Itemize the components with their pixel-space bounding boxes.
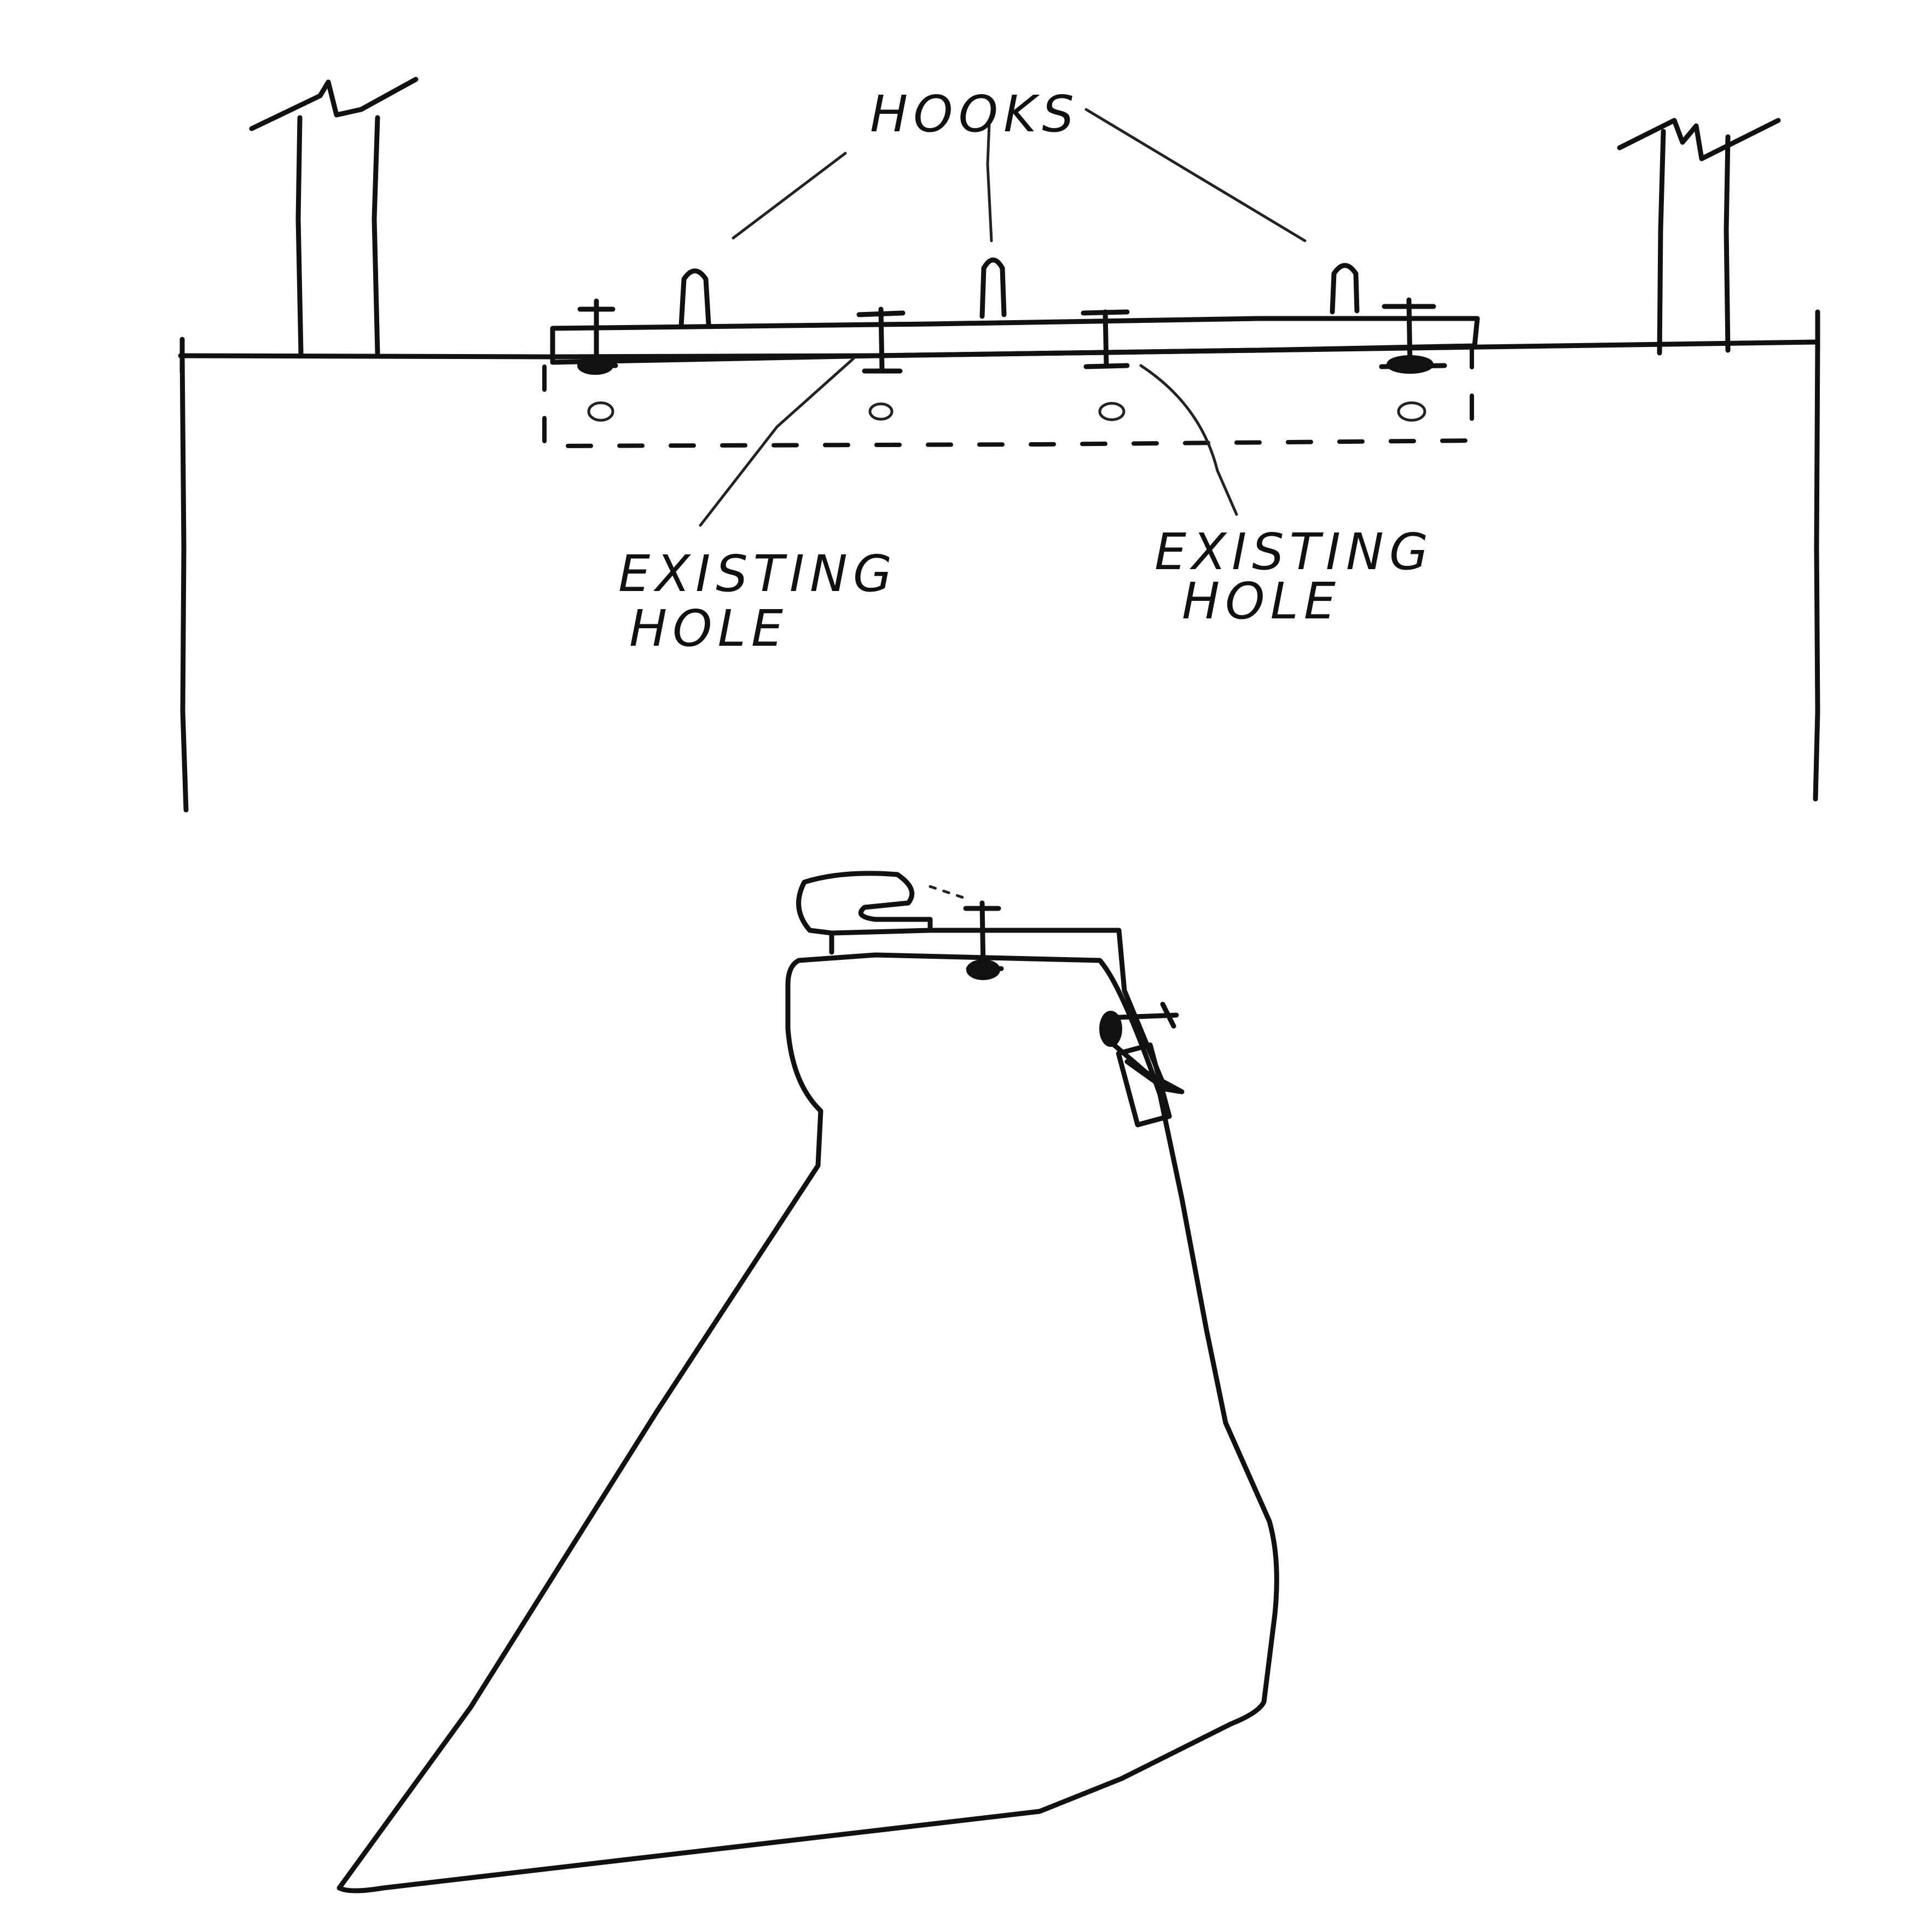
hole-3 — [1098, 402, 1125, 421]
existing-hole-left-leader — [699, 357, 855, 527]
side-hook-clip-dots — [929, 885, 965, 899]
bolt-2 — [856, 306, 906, 374]
hooks-leader-left — [732, 152, 847, 240]
side-bolt-top — [963, 900, 1004, 980]
side-view — [336, 871, 1279, 1893]
existing-hole-left-label-2: HOLE — [629, 599, 788, 658]
side-hook-clip — [796, 871, 933, 936]
existing-hole-right-label: EXISTING — [1154, 523, 1434, 581]
left-post — [249, 77, 419, 356]
bolt-3 — [1081, 309, 1130, 369]
existing-hole-right-label-2: HOLE — [1182, 572, 1341, 630]
hole-2 — [868, 402, 894, 421]
side-top-plate — [829, 928, 1168, 1092]
existing-hole-right-leader — [1139, 364, 1238, 516]
hook-right — [1330, 263, 1360, 315]
bolt-4 — [1379, 297, 1447, 374]
right-post — [1617, 118, 1781, 356]
hidden-plate-outline — [542, 348, 1474, 449]
side-bolt-angled — [1099, 1001, 1185, 1127]
hole-4 — [1397, 401, 1426, 422]
hooks-label: HOOKS — [870, 85, 1080, 143]
hooks-leader-right — [1084, 108, 1307, 242]
hook-left — [678, 268, 711, 328]
existing-hole-left-label: EXISTING — [618, 545, 897, 603]
bolt-1 — [577, 298, 618, 375]
side-profile — [336, 952, 1279, 1893]
top-view: HOOKS EXISTING HOLE EXISTING HOLE — [178, 77, 1820, 813]
hooks-leader-middle — [986, 121, 993, 242]
hook-middle — [979, 257, 1007, 319]
hole-1 — [587, 401, 614, 422]
mounting-bar — [550, 316, 1480, 365]
wall-right-side — [1813, 339, 1820, 802]
wall-left-side — [179, 353, 189, 813]
